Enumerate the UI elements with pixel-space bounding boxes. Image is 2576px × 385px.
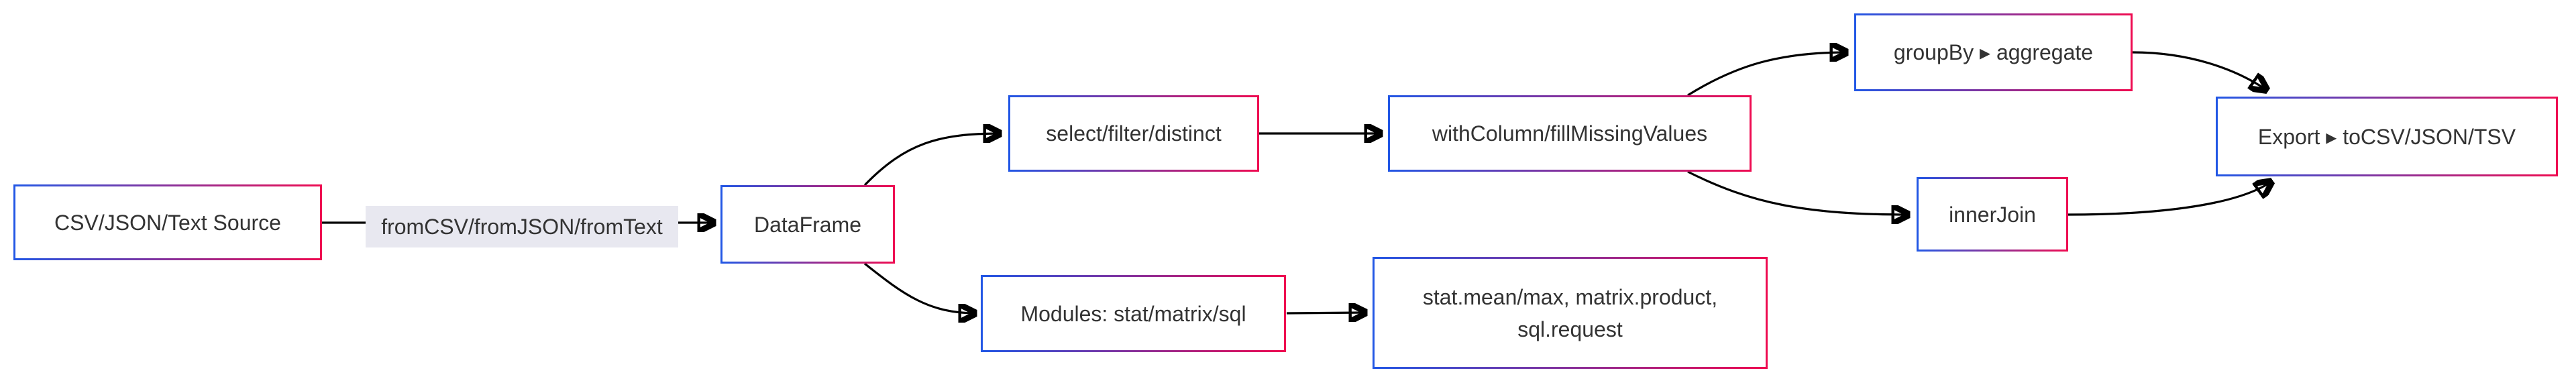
edge-label-fromcsv: fromCSV/fromJSON/fromText [366, 206, 678, 248]
node-select-filter-distinct: select/filter/distinct [1008, 95, 1259, 172]
edge-dataframe-modules [864, 262, 976, 313]
edge-innerjoin-export [2068, 181, 2272, 216]
node-innerjoin: innerJoin [1917, 177, 2068, 252]
edge-dataframe-select [863, 133, 1001, 186]
edge-groupby-export [2132, 51, 2267, 91]
node-groupby-aggregate: groupBy ▸ aggregate [1854, 13, 2133, 91]
node-dataframe: DataFrame [720, 185, 895, 264]
node-modules-stat-matrix-sql: Modules: stat/matrix/sql [981, 275, 1286, 352]
node-export-tocsv-json-tsv: Export ▸ toCSV/JSON/TSV [2216, 97, 2558, 176]
node-module-functions: stat.mean/max, matrix.product, sql.reque… [1373, 257, 1768, 369]
node-csv-json-text-source: CSV/JSON/Text Source [13, 184, 322, 260]
node-withcolumn-fillmissingvalues: withColumn/fillMissingValues [1388, 95, 1752, 172]
edge-withcolumn-innerjoin [1687, 170, 1909, 215]
edge-withcolumn-groupby [1687, 52, 1847, 97]
